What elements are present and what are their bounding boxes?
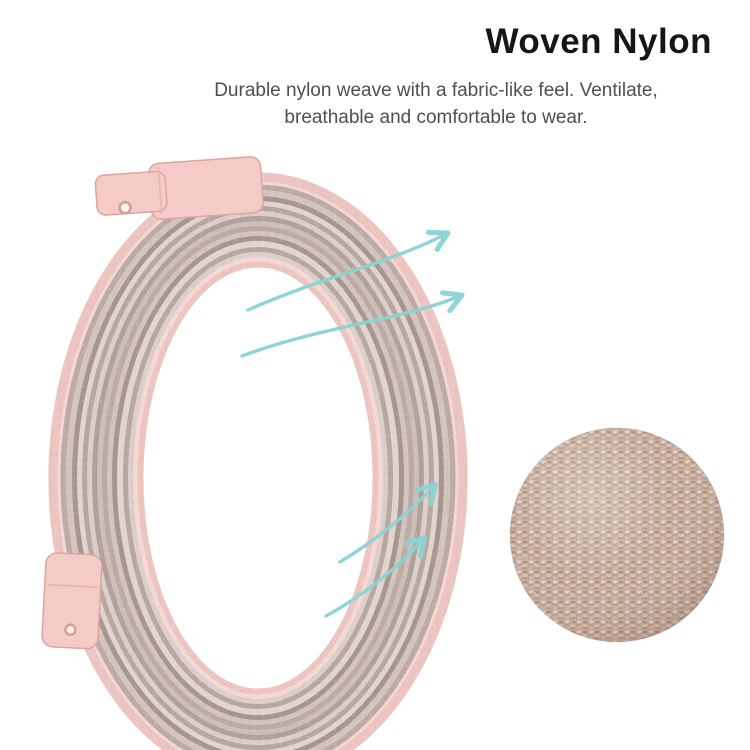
fabric-texture-zoom — [509, 427, 725, 643]
description-line-1: Durable nylon weave with a fabric-like f… — [214, 80, 658, 101]
connector-pin-hole — [64, 623, 77, 637]
airflow-arrow-icon — [240, 290, 465, 358]
band-connector-left — [41, 552, 103, 650]
airflow-arrow-icon — [246, 229, 451, 312]
band-connector-top — [94, 156, 264, 220]
airflow-arrow-icon — [324, 534, 427, 618]
band-speckle-texture — [49, 176, 467, 750]
product-description: Durable nylon weave with a fabric-like f… — [150, 78, 722, 132]
connector-pin-hole — [118, 200, 132, 215]
product-title: Woven Nylon — [485, 22, 712, 61]
watch-band — [48, 172, 468, 750]
airflow-arrow-icon — [338, 481, 439, 564]
description-line-2: breathable and comfortable to wear. — [284, 106, 588, 128]
airflow-arrows — [240, 229, 465, 618]
